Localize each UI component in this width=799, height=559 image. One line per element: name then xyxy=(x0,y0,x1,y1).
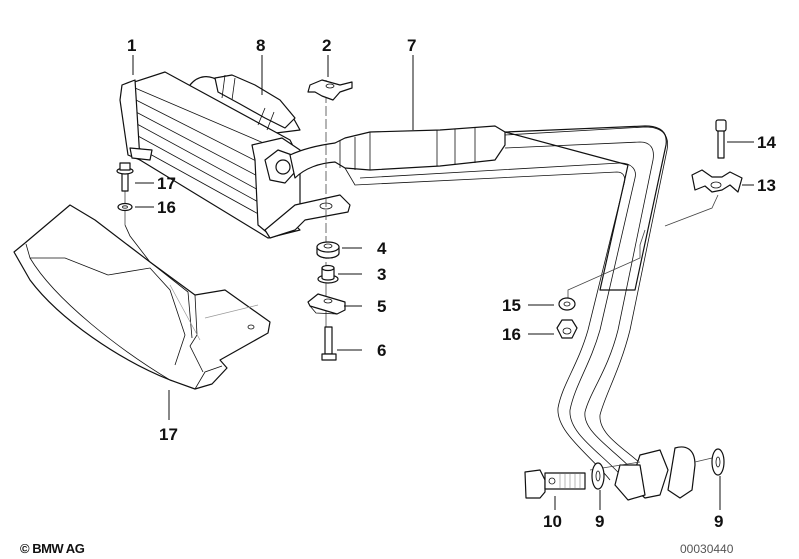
callout-3[interactable]: 3 xyxy=(377,265,387,284)
hex-bolt-part[interactable] xyxy=(321,326,337,361)
hex-nut-part[interactable] xyxy=(556,319,578,339)
callout-9-left[interactable]: 9 xyxy=(595,512,605,531)
callout-13[interactable]: 15 xyxy=(502,296,521,315)
callout-17[interactable]: 17 xyxy=(159,425,178,444)
callout-6[interactable]: 6 xyxy=(377,341,387,360)
screw-part[interactable] xyxy=(116,162,134,192)
copyright-text: © BMW AG xyxy=(20,541,85,556)
document-number: 00030440 xyxy=(680,542,734,556)
callout-9-right[interactable]: 9 xyxy=(714,512,724,531)
callout-10[interactable]: 10 xyxy=(543,512,562,531)
callout-16[interactable]: 17 xyxy=(157,174,176,193)
line-holder-part[interactable] xyxy=(691,169,743,193)
callout-12[interactable]: 14 xyxy=(757,133,776,152)
leader-lines xyxy=(132,55,754,510)
washer-13-part[interactable] xyxy=(558,297,576,311)
sealing-ring-right-part[interactable] xyxy=(711,448,725,476)
callout-11[interactable]: 13 xyxy=(757,176,776,195)
bushing-part[interactable] xyxy=(317,264,339,284)
clip-nut-part[interactable] xyxy=(307,79,353,101)
oil-cooler-line-outlet-part[interactable] xyxy=(289,125,696,501)
washer-part[interactable] xyxy=(117,202,133,212)
callout-15[interactable]: 16 xyxy=(157,198,176,217)
callout-4[interactable]: 4 xyxy=(377,239,387,258)
oil-cooler-line-inlet-part[interactable] xyxy=(214,74,296,131)
callout-14[interactable]: 16 xyxy=(502,325,521,344)
callout-2[interactable]: 2 xyxy=(322,36,332,55)
callout-7[interactable]: 7 xyxy=(407,36,417,55)
callout-8[interactable]: 8 xyxy=(256,36,266,55)
rubber-mount-part[interactable] xyxy=(316,241,340,259)
callout-5[interactable]: 5 xyxy=(377,297,387,316)
air-duct-part[interactable] xyxy=(13,204,271,390)
sealing-ring-left-part[interactable] xyxy=(591,462,605,490)
callout-1[interactable]: 1 xyxy=(127,36,137,55)
fillister-head-screw-part[interactable] xyxy=(715,119,727,159)
banjo-bolt-part[interactable] xyxy=(524,469,586,499)
spring-nut-part[interactable] xyxy=(307,293,346,315)
